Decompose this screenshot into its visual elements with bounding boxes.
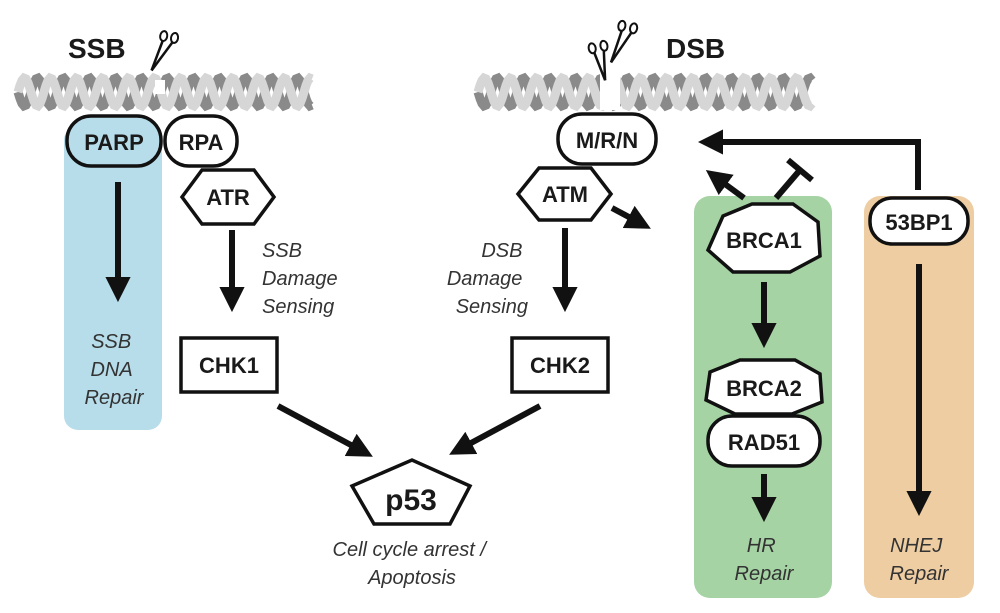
brca1-node bbox=[705, 202, 822, 274]
brca1-label: BRCA1 bbox=[726, 228, 802, 253]
rpa-label: RPA bbox=[179, 130, 224, 155]
parp-label: PARP bbox=[84, 130, 144, 155]
p53-node bbox=[349, 458, 473, 526]
mrn-node bbox=[556, 112, 658, 166]
atm-label: ATM bbox=[542, 182, 588, 207]
chk1-node bbox=[179, 336, 279, 394]
rad51-label: RAD51 bbox=[728, 430, 800, 455]
p53-outcome-label: Cell cycle arrest / Apoptosis bbox=[333, 539, 492, 589]
chk2-p53-arrow bbox=[449, 403, 542, 455]
dsb-break-gap bbox=[600, 60, 620, 110]
chk2-label: CHK2 bbox=[530, 353, 590, 378]
dsb-title: DSB bbox=[666, 33, 725, 64]
rpa-node bbox=[163, 114, 239, 168]
nhej-repair-label: NHEJ Repair bbox=[890, 535, 950, 585]
brca2-node bbox=[704, 358, 824, 416]
rad51-node bbox=[706, 414, 822, 468]
chk2-node bbox=[510, 336, 610, 394]
dna-helix-icon bbox=[473, 72, 816, 112]
scissors-icon bbox=[587, 39, 609, 81]
ssb-break-gap bbox=[155, 80, 165, 94]
mrn-label: M/R/N bbox=[576, 128, 638, 153]
53bp1-mrn-arrow bbox=[697, 129, 921, 190]
brca1-mrn-inhibit-bar bbox=[786, 157, 814, 183]
parp-node bbox=[65, 114, 163, 168]
atm-brca1-arrow bbox=[610, 205, 651, 229]
brca1-mrn-inhibit bbox=[773, 168, 803, 200]
scissors-icon bbox=[609, 19, 639, 64]
53bp1-node bbox=[868, 196, 970, 246]
53bp1-label: 53BP1 bbox=[885, 210, 952, 235]
ssb-title: SSB bbox=[68, 33, 126, 64]
chk1-p53-arrow bbox=[276, 403, 373, 457]
brca2-label: BRCA2 bbox=[726, 376, 802, 401]
ssb-repair-panel bbox=[64, 126, 162, 430]
ssb-repair-label: SSB DNA Repair bbox=[85, 331, 145, 409]
dsb-sensing-label: DSB Damage Sensing bbox=[447, 240, 528, 318]
ssb-sensing-label: SSB Damage Sensing bbox=[262, 240, 343, 318]
atm-node bbox=[515, 166, 614, 222]
brca1-mrn-arrow bbox=[705, 170, 746, 201]
atr-label: ATR bbox=[206, 185, 250, 210]
scissors-icon bbox=[150, 30, 180, 72]
p53-label: p53 bbox=[385, 484, 437, 517]
hr-repair-label: HR Repair bbox=[735, 535, 795, 585]
chk1-label: CHK1 bbox=[199, 353, 259, 378]
atr-node bbox=[179, 168, 277, 226]
